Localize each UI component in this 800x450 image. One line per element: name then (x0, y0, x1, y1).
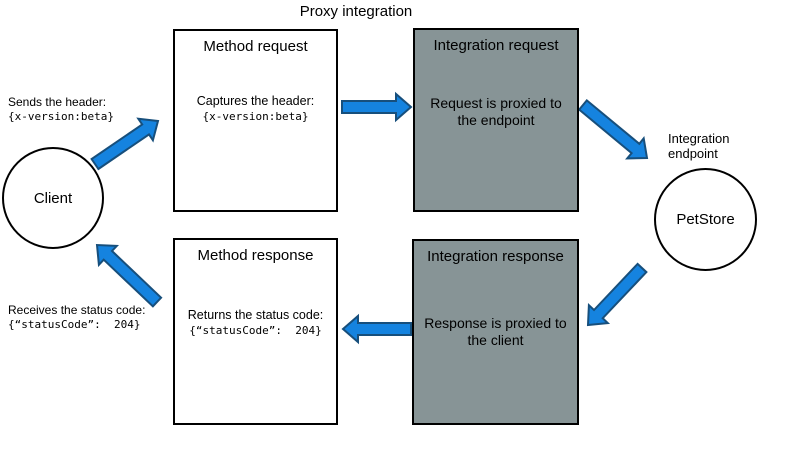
petstore-node: PetStore (654, 168, 757, 271)
integration-request-box: Integration request Request is proxied t… (413, 28, 579, 212)
integration-request-body: Request is proxied to the endpoint (415, 95, 577, 128)
method-request-body-line1: Captures the header: (196, 94, 315, 108)
integration-response-body-line2: the client (467, 331, 524, 348)
receive-status-note-line1: Receives the status code: (8, 303, 146, 317)
method-response-body-code: {“statusCode”: 204} (189, 324, 322, 337)
integration-endpoint-caption: Integration endpoint (668, 131, 730, 161)
integration-response-title: Integration response (427, 248, 564, 265)
method-request-body-code: {x-version:beta} (202, 110, 309, 123)
method-request-body: Captures the header: {x-version:beta} (175, 94, 336, 124)
integration-endpoint-caption-line1: Integration (668, 131, 730, 146)
integration-response-body: Response is proxied to the client (414, 315, 577, 348)
integration-request-body-line2: the endpoint (457, 111, 535, 128)
arrow-endpoint-to-integration-response (586, 262, 648, 327)
diagram-title: Proxy integration (299, 3, 413, 20)
method-response-box: Method response Returns the status code:… (173, 238, 338, 425)
receive-status-note: Receives the status code: {“statusCode”:… (8, 303, 145, 332)
integration-request-body-line1: Request is proxied to (430, 95, 562, 111)
integration-request-title: Integration request (433, 37, 559, 54)
method-request-box: Method request Captures the header: {x-v… (173, 29, 338, 212)
client-node: Client (2, 147, 104, 249)
arrow-integration-request-to-endpoint (577, 98, 649, 160)
method-request-title: Method request (203, 38, 308, 55)
method-response-title: Method response (197, 247, 314, 264)
send-header-note-line1: Sends the header: (8, 95, 107, 109)
send-header-note: Sends the header: {x-version:beta} (8, 95, 114, 124)
integration-response-box: Integration response Response is proxied… (412, 239, 579, 425)
arrow-integration-response-to-method-response (341, 313, 412, 345)
client-label: Client (33, 189, 73, 207)
send-header-note-code: {x-version:beta} (8, 109, 114, 123)
integration-response-body-line1: Response is proxied to (424, 315, 567, 331)
arrow-method-request-to-integration-request (341, 91, 413, 123)
arrow-method-response-to-client (95, 243, 163, 308)
integration-endpoint-caption-line2: endpoint (668, 145, 718, 161)
method-response-body: Returns the status code: {“statusCode”: … (175, 308, 336, 338)
petstore-label: PetStore (676, 211, 735, 228)
receive-status-note-code: {“statusCode”: 204} (8, 317, 141, 331)
arrow-client-to-method-request (90, 117, 160, 171)
method-response-body-line1: Returns the status code: (187, 308, 324, 322)
